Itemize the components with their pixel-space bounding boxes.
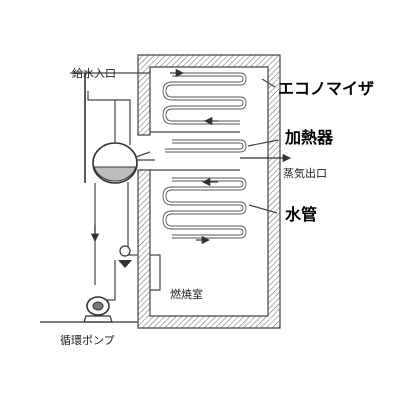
label-feedwater-inlet: 給水入口 — [72, 66, 116, 80]
gauge-icon — [118, 245, 132, 268]
leader-lines — [247, 78, 279, 214]
boiler-casing — [137, 54, 281, 329]
label-water-tube: 水管 — [285, 205, 317, 224]
water-tube-coil — [162, 177, 247, 239]
label-heater: 加熱器 — [284, 128, 334, 147]
circulation-pump-icon — [83, 296, 113, 323]
flow-arrows — [170, 68, 218, 245]
steam-drum — [92, 142, 138, 184]
label-circulation-pump: 循環ポンプ — [60, 334, 115, 347]
label-combustion-chamber: 燃焼室 — [170, 287, 203, 301]
label-steam-outlet: 蒸気出口 — [283, 166, 327, 180]
economizer-coil — [162, 72, 247, 125]
piping — [70, 72, 292, 301]
partition-walls — [150, 131, 240, 291]
label-economizer: エコノマイザ — [278, 79, 374, 98]
heater-coil — [165, 139, 247, 153]
